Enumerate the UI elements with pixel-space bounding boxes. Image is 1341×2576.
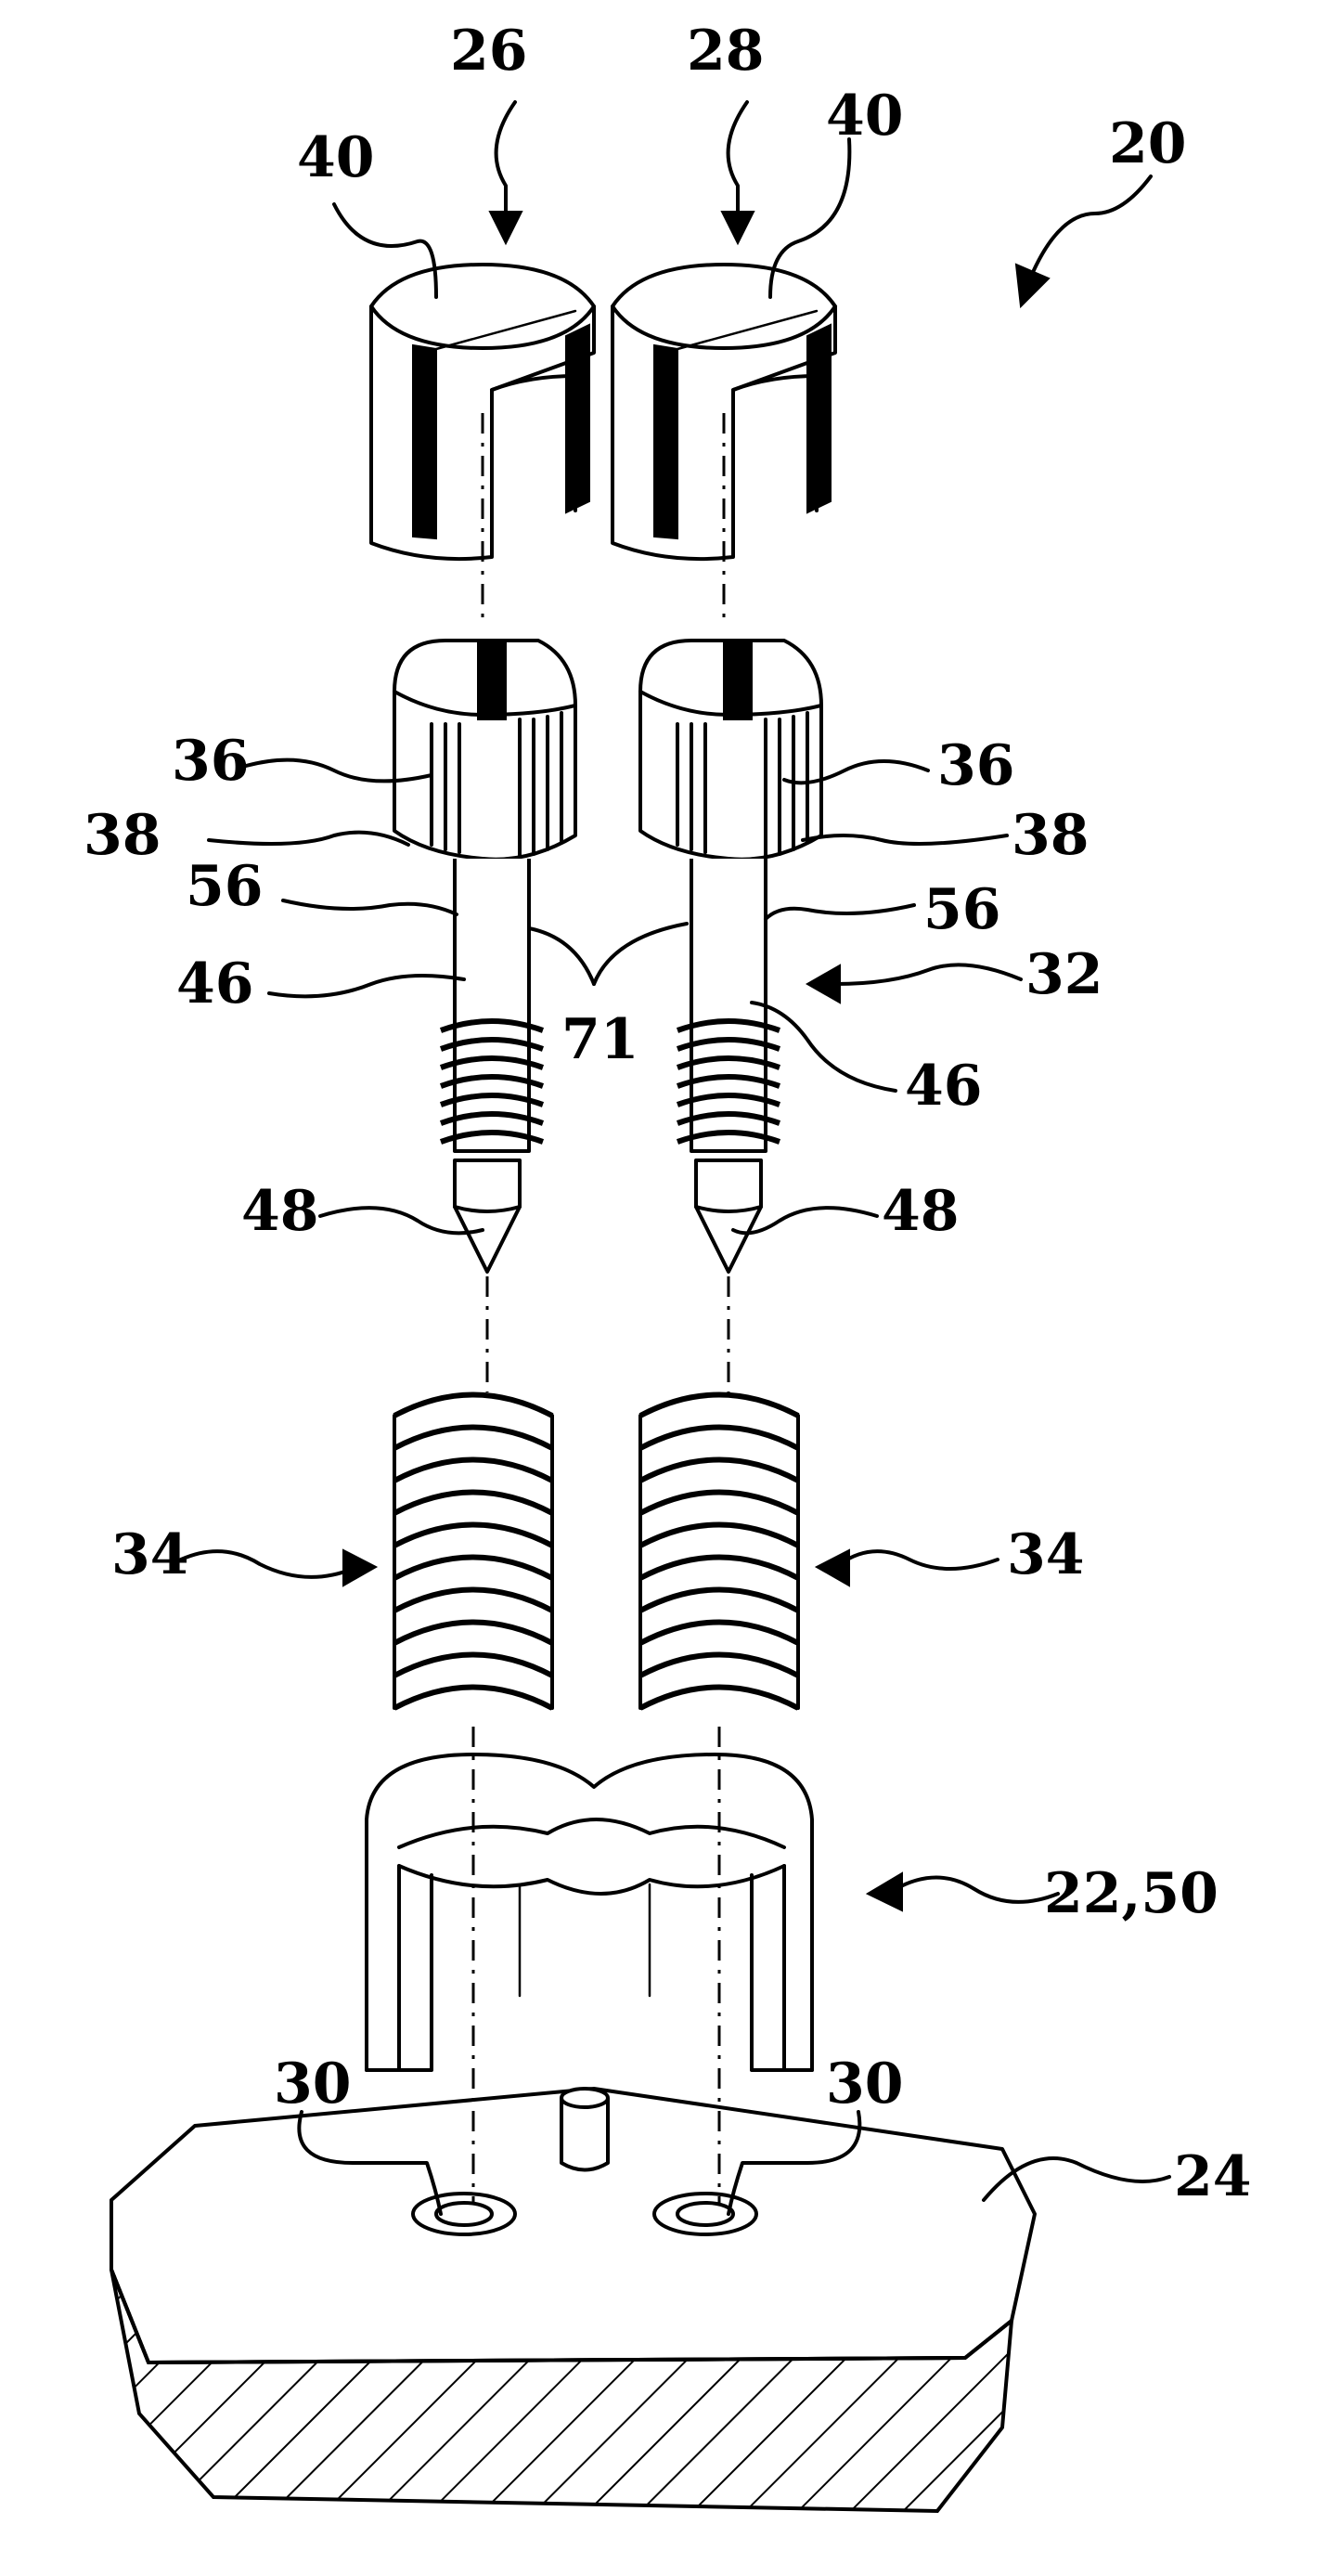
shaft-left (441, 859, 543, 1272)
label-32: 32 (1025, 942, 1103, 1007)
base (111, 2089, 1035, 2511)
label-36-right: 36 (937, 733, 1015, 798)
label-46-right: 46 (905, 1054, 983, 1119)
label-38-right: 38 (1012, 803, 1090, 868)
label-22-50: 22,50 (1044, 1861, 1219, 1926)
spring-right (640, 1395, 798, 1709)
spring-left (394, 1395, 552, 1709)
label-46-left: 46 (176, 951, 254, 1016)
label-40-left: 40 (297, 125, 375, 190)
label-26: 26 (450, 19, 528, 84)
label-28: 28 (687, 19, 765, 84)
label-30-left: 30 (274, 2052, 352, 2116)
label-71: 71 (561, 1007, 639, 1072)
label-34-right: 34 (1007, 1522, 1085, 1587)
screw-head-left (394, 641, 575, 860)
label-36-left: 36 (172, 729, 250, 794)
label-20: 20 (1109, 111, 1187, 176)
shaft-right (677, 859, 780, 1272)
screw-head-right (640, 641, 821, 860)
label-38-left: 38 (84, 803, 161, 868)
holder (367, 1754, 812, 2070)
label-56-right: 56 (923, 877, 1001, 942)
label-34-left: 34 (111, 1522, 189, 1587)
label-40-right: 40 (826, 84, 904, 149)
label-30-right: 30 (826, 2052, 904, 2116)
label-48-left: 48 (241, 1179, 319, 1244)
label-56-left: 56 (186, 854, 264, 919)
label-24: 24 (1174, 2144, 1252, 2209)
label-48-right: 48 (882, 1179, 960, 1244)
